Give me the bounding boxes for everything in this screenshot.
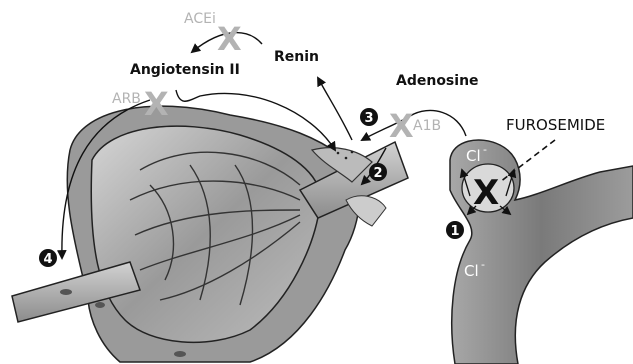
step-marker-2-number: 2 <box>373 166 382 181</box>
step-marker-2: 2 <box>369 163 387 181</box>
step-marker-3: 3 <box>360 108 378 126</box>
step-marker-1-number: 1 <box>450 224 459 239</box>
cl-top-charge: - <box>483 143 487 156</box>
cl-top-label: Cl <box>466 147 481 165</box>
step-marker-3-number: 3 <box>364 111 373 126</box>
furosemide-label: FUROSEMIDE <box>506 116 605 134</box>
step-marker-4-number: 4 <box>43 252 52 267</box>
renin-label: Renin <box>274 49 319 65</box>
furosemide-block-x: X <box>473 173 499 213</box>
arb-label: ARB <box>112 91 141 107</box>
acei-label: ACEi <box>184 11 216 27</box>
a1b-block-x: X <box>389 107 414 145</box>
angiotensin-label: Angiotensin II <box>130 62 240 78</box>
cl-bottom-charge: - <box>481 258 485 271</box>
adenosine-label: Adenosine <box>396 73 479 89</box>
a1b-label: A1B <box>413 118 441 134</box>
step-marker-1: 1 <box>446 221 464 239</box>
cl-bottom-label: Cl <box>464 262 479 280</box>
acei-block-x: X <box>217 20 242 58</box>
arb-block-x: X <box>144 85 169 123</box>
step-marker-4: 4 <box>39 249 57 267</box>
